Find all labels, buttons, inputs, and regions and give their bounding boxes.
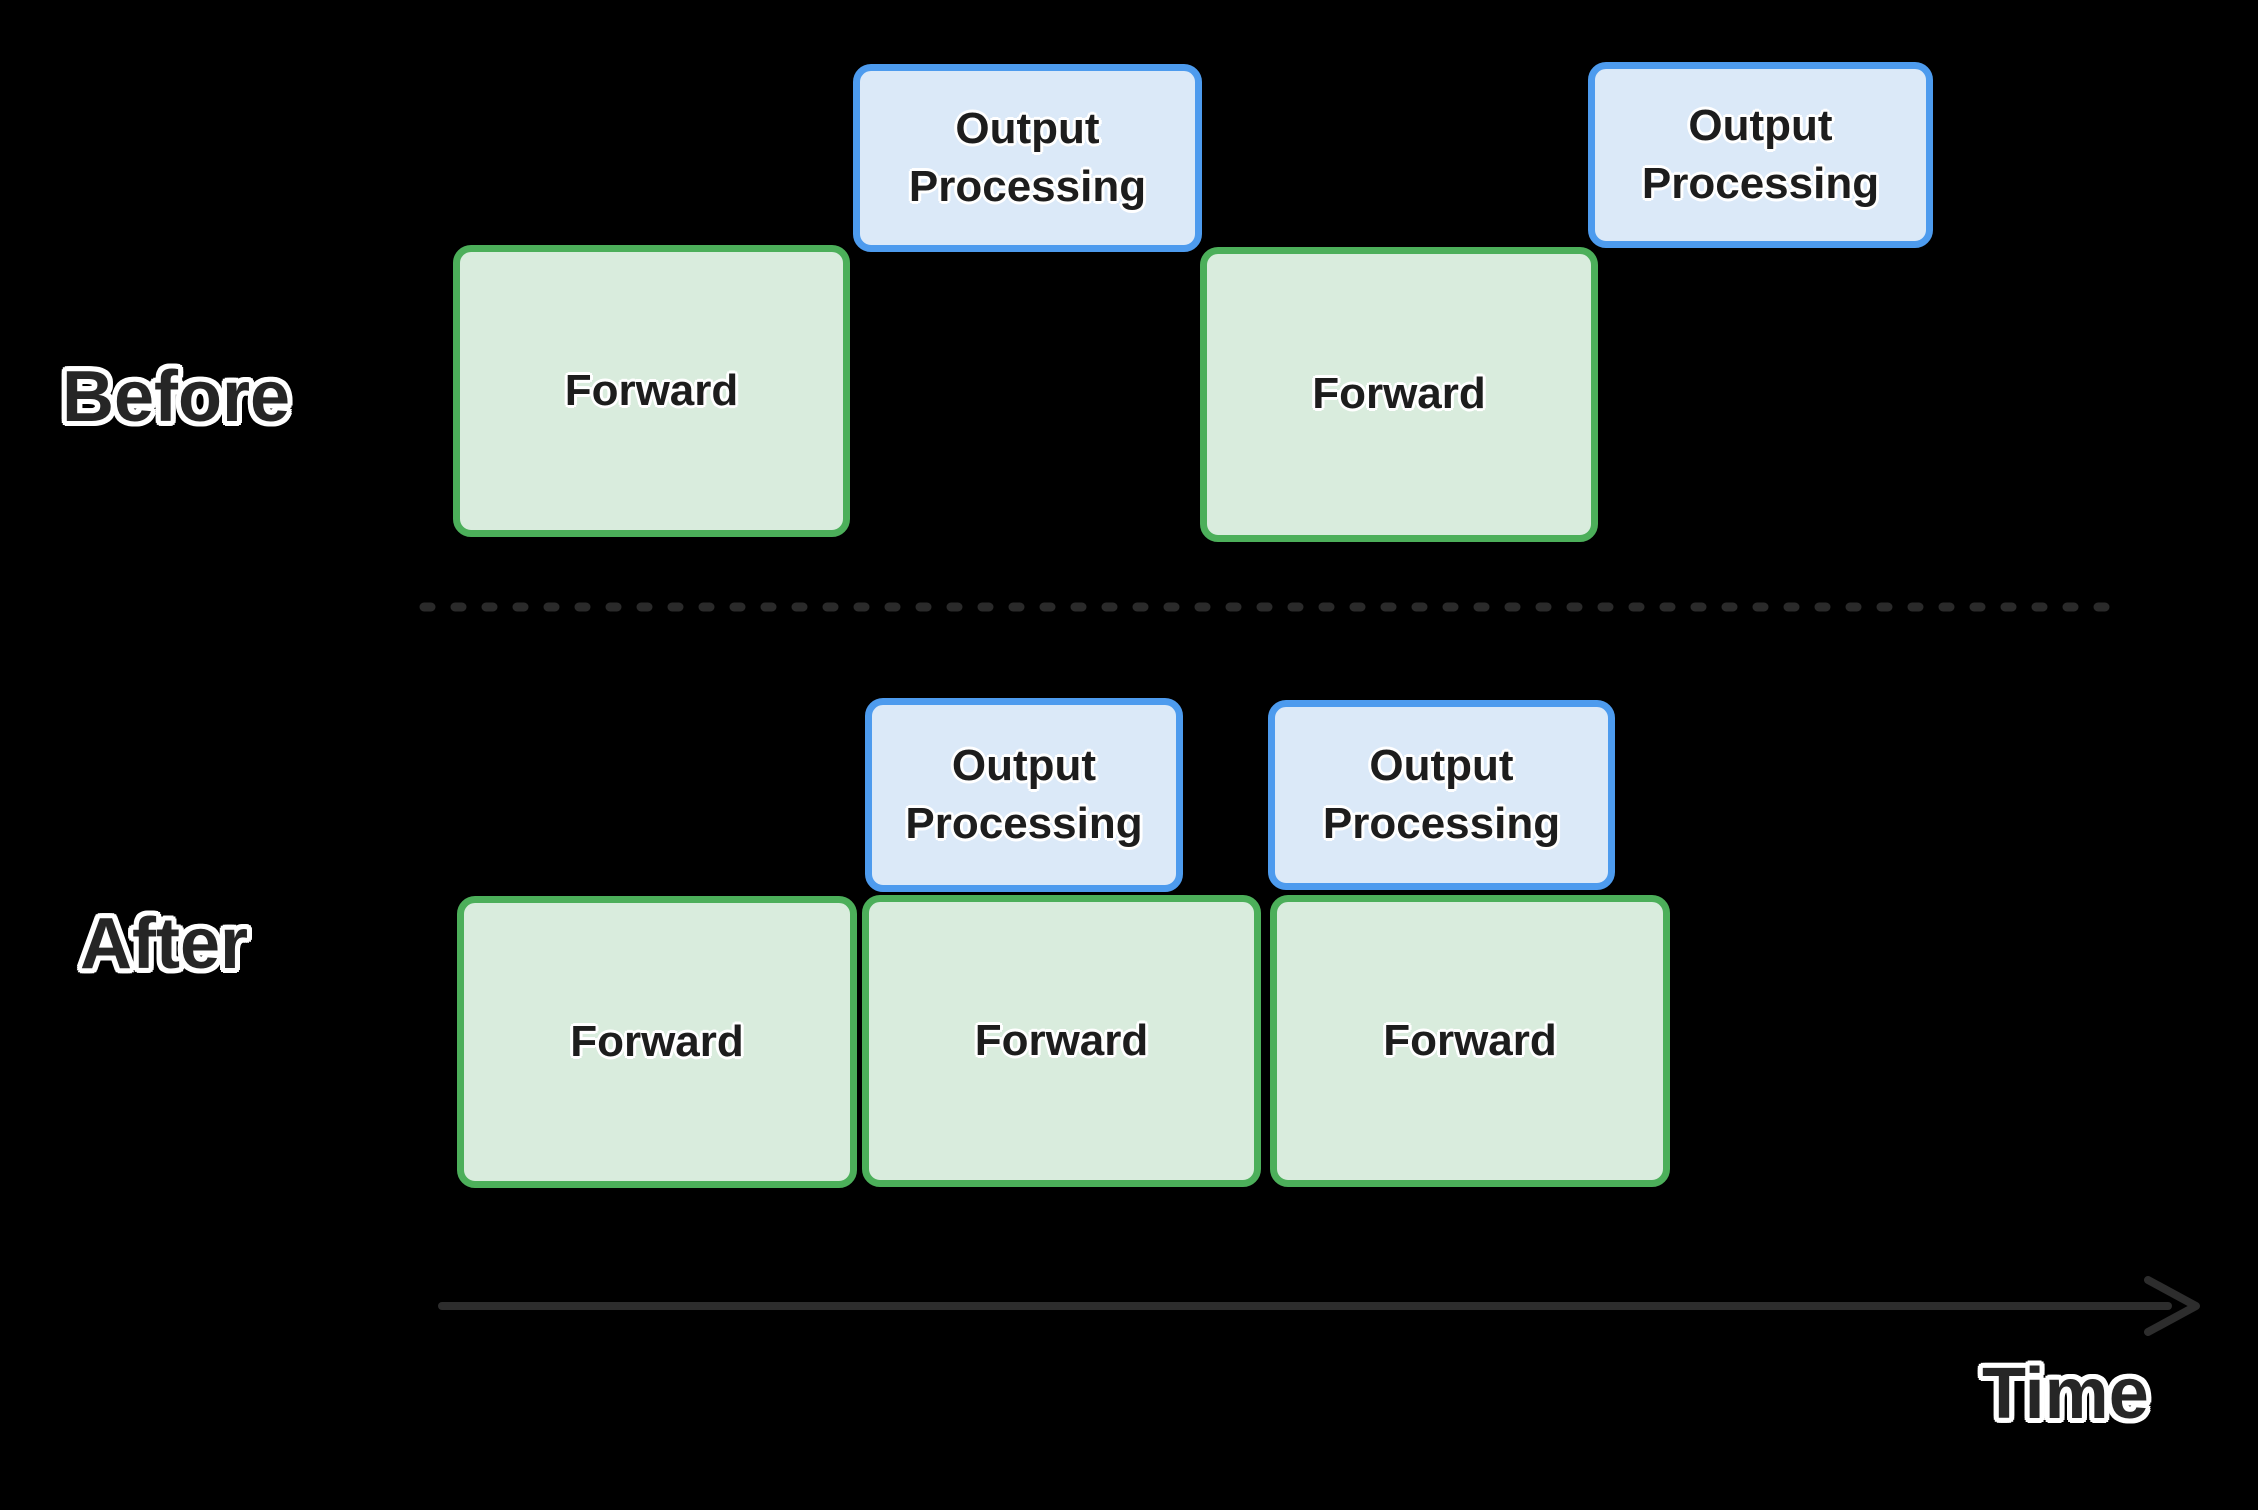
time-axis-arrowhead <box>2144 1276 2200 1336</box>
time-axis-label: Time <box>1982 1354 2149 1434</box>
after-forward-box-2: Forward <box>862 895 1261 1187</box>
before-output-processing-box-2: Output Processing <box>1588 62 1933 248</box>
after-output-processing-box-2: Output Processing <box>1268 700 1615 890</box>
before-forward-box-2: Forward <box>1200 247 1598 542</box>
after-output-processing-box-1: Output Processing <box>865 698 1183 892</box>
before-forward-box-1: Forward <box>453 245 850 537</box>
after-forward-box-1: Forward <box>457 896 857 1188</box>
after-row-label: After <box>80 904 249 984</box>
before-output-processing-box-1: Output Processing <box>853 64 1202 252</box>
before-row-label: Before <box>62 357 291 437</box>
after-forward-box-3: Forward <box>1270 895 1670 1187</box>
